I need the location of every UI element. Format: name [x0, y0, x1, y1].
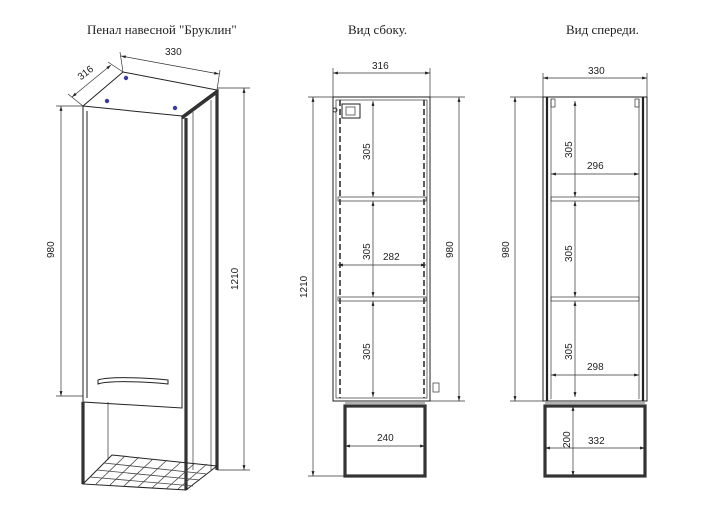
- front-shelf: [550, 296, 640, 302]
- side-body-outline: [332, 96, 431, 402]
- front-inner-width-bottom-dim: 298: [587, 362, 604, 373]
- front-body-height-dim: 980: [501, 241, 512, 258]
- side-total-height-dim: 1210: [299, 275, 310, 298]
- side-shelf-dim-1: 305: [362, 143, 373, 160]
- front-body-outline: [542, 96, 648, 402]
- side-shelf-dim-2: 305: [362, 243, 373, 260]
- iso-width-dim: 330: [165, 47, 182, 58]
- iso-basket-grid: [89, 455, 208, 490]
- iso-top-screw: [172, 105, 178, 111]
- front-base-height-dim: 200: [562, 431, 573, 448]
- front-hanger: [550, 98, 556, 108]
- front-shelf-dim-3: 305: [564, 343, 575, 360]
- side-inner-depth-dim: 282: [383, 252, 400, 263]
- side-shelf: [337, 196, 427, 202]
- iso-total-height-dim: 1210: [230, 267, 241, 290]
- side-hinge: [432, 382, 440, 393]
- side-hanger-hole: [332, 107, 338, 113]
- front-width-dim: 330: [588, 66, 605, 77]
- front-base-frame: [543, 404, 647, 478]
- side-depth-dim: 316: [372, 61, 389, 72]
- front-inner-width-top-dim: 296: [587, 161, 604, 172]
- side-hanger-bracket-inner: [345, 106, 356, 116]
- isometric-cabinet: 330 316 980 1210: [46, 47, 250, 491]
- side-shelf: [337, 296, 427, 302]
- front-hanger: [634, 98, 640, 108]
- side-base-frame: [343, 404, 427, 478]
- iso-top-screw: [104, 98, 110, 104]
- front-base-width-dim: 332: [588, 436, 605, 447]
- side-view: 316 305 305 305 282 980 1210 240: [299, 61, 465, 478]
- side-body-height-dim: 980: [445, 241, 456, 258]
- front-shelf-dim-2: 305: [564, 245, 575, 262]
- iso-basket-bottom: [81, 454, 219, 491]
- side-leg-depth-dim: 240: [377, 433, 394, 444]
- side-view-title: Вид сбоку.: [348, 22, 408, 37]
- iso-top-face: [81, 71, 219, 117]
- iso-body-height-dim: 980: [46, 241, 57, 258]
- iso-door: [82, 106, 183, 409]
- front-shelf: [550, 196, 640, 202]
- side-shelf-dim-3: 305: [362, 343, 373, 360]
- iso-top-screw: [123, 75, 129, 81]
- isometric-view-title: Пенал навесной "Бруклин": [87, 22, 237, 37]
- front-shelf-dim-1: 305: [564, 141, 575, 158]
- iso-side-frame: [181, 88, 219, 470]
- front-view: 330 305 305 305 296 298 980 200 332: [501, 66, 648, 478]
- side-body-inner: [335, 99, 428, 399]
- iso-door-handle: [97, 377, 169, 385]
- side-hanger-bracket: [341, 103, 361, 119]
- front-view-title: Вид спереди.: [566, 22, 639, 37]
